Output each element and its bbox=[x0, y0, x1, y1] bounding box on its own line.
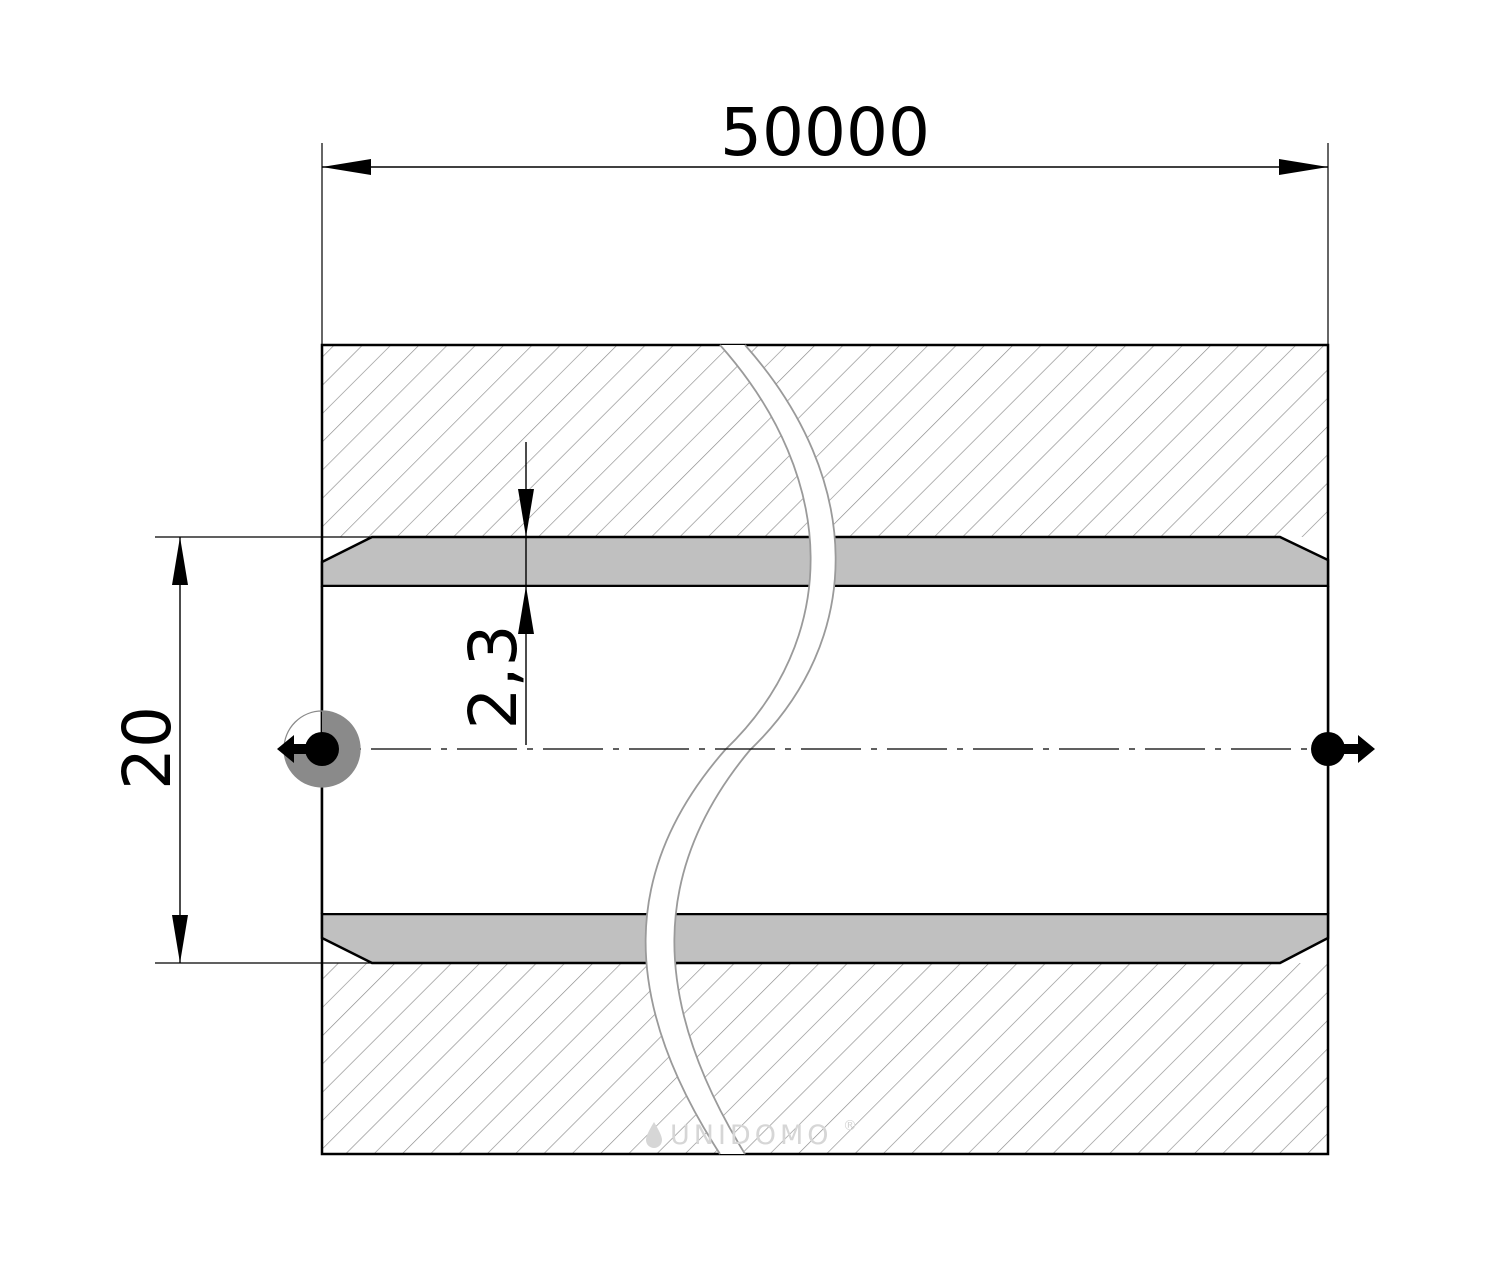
lower-hatched-section bbox=[322, 963, 1328, 1154]
housing-section bbox=[320, 343, 1330, 1156]
end-arrow-right bbox=[1334, 735, 1375, 763]
watermark-registered-mark: ® bbox=[843, 1118, 861, 1134]
length-dimension: 50000 bbox=[321, 94, 1329, 345]
break-edge-left bbox=[644, 344, 812, 1155]
arrowhead-up-icon bbox=[172, 537, 188, 585]
end-point bbox=[1311, 732, 1345, 766]
wall-thickness-dimension: 2,3 bbox=[455, 442, 534, 745]
watermark-text: UNIDOMO bbox=[670, 1120, 833, 1151]
watermark-drop-icon bbox=[646, 1122, 662, 1148]
diameter-dimension: 20 bbox=[109, 536, 372, 964]
origin-arrow-left bbox=[277, 735, 318, 763]
point-arrow-right-icon bbox=[1311, 732, 1375, 766]
length-value: 50000 bbox=[720, 94, 930, 171]
origin-marker-shade bbox=[322, 711, 360, 787]
wall-thickness-value: 2,3 bbox=[455, 625, 532, 730]
arrowhead-left-icon bbox=[322, 159, 371, 175]
origin-point bbox=[305, 732, 339, 766]
tube-bore bbox=[323, 587, 1327, 913]
arrowhead-down-wall-icon bbox=[518, 489, 534, 537]
origin-point-arrow-left-icon bbox=[277, 710, 361, 788]
lower-tube-wall bbox=[320, 912, 1330, 965]
arrowhead-right-icon bbox=[1279, 159, 1328, 175]
tube bbox=[320, 535, 1330, 965]
arrowhead-down-icon bbox=[172, 915, 188, 963]
break-edge-right bbox=[673, 344, 837, 1155]
arrowhead-up-wall-icon bbox=[518, 586, 534, 634]
diameter-value: 20 bbox=[109, 706, 186, 790]
watermark: UNIDOMO ® bbox=[646, 1118, 861, 1151]
